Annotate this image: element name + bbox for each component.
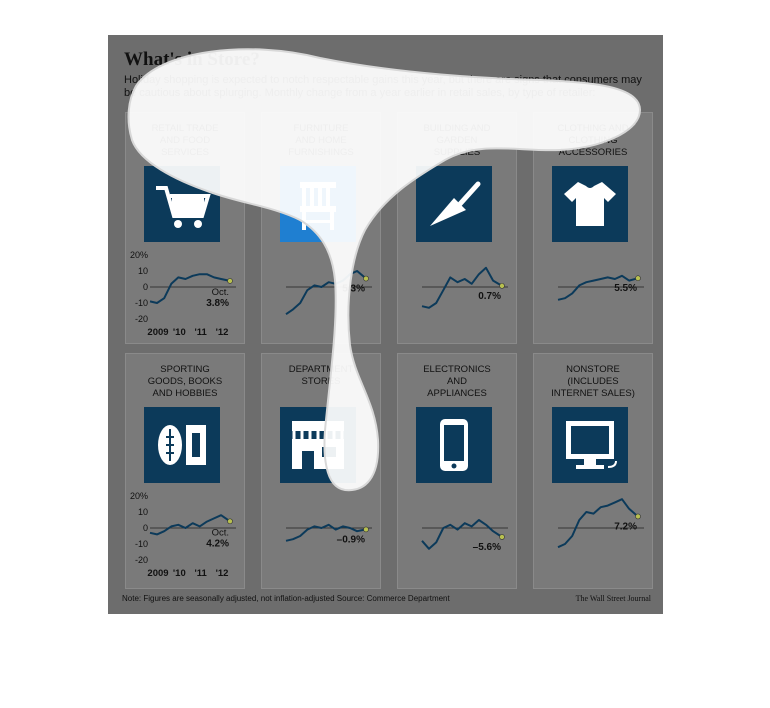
x-tick-label: '12	[216, 327, 229, 338]
tshirt-icon	[552, 166, 628, 242]
panel-title: RETAIL TRADE AND FOOD SERVICES	[151, 123, 219, 158]
footnote: Note: Figures are seasonally adjusted, n…	[122, 594, 450, 603]
end-value-label: –5.6%	[473, 542, 501, 553]
panel-title: DEPARTMENT STORES	[288, 364, 354, 387]
computer-icon	[552, 407, 628, 483]
end-marker	[499, 534, 505, 540]
line-chart: 7.2%	[557, 498, 644, 549]
end-value-label: 3.8%	[206, 298, 229, 309]
y-tick-label: 20%	[130, 250, 148, 260]
end-value-label: 7.2%	[614, 521, 637, 532]
shopping-cart-icon	[144, 166, 220, 242]
end-value-label: –0.9%	[337, 534, 365, 545]
line-chart: 5.5%	[557, 274, 644, 301]
chart-panel: ELECTRONICS AND APPLIANCES –5.6%	[397, 353, 517, 589]
x-tick-label: '11	[195, 327, 208, 338]
end-value-label: 0.7%	[478, 291, 501, 302]
end-value-label: 5.3%	[342, 284, 365, 295]
y-tick-label: -10	[135, 298, 148, 308]
series-line	[149, 514, 231, 536]
series-line	[557, 498, 639, 549]
end-marker	[227, 518, 233, 525]
panel-title: ELECTRONICS AND APPLIANCES	[423, 364, 491, 399]
end-marker	[227, 278, 233, 284]
chart-panel: SPORTING GOODS, BOOKS AND HOBBIES 20% 10 0 -…	[125, 353, 245, 589]
x-tick-label: '10	[173, 327, 186, 338]
end-marker	[363, 526, 369, 533]
chart-panel: NONSTORE (INCLUDES INTERNET SALES) 7.2%	[533, 353, 653, 589]
chart-panel: DEPARTMENT STORES –0.9%	[261, 353, 381, 589]
chart-panel: BUILDING AND GARDEN SUPPLIES 0.7%	[397, 112, 517, 344]
football-book-icon	[144, 407, 220, 483]
y-tick-label: 10	[138, 507, 148, 517]
line-chart: 20% 10 0 -10 -20 2009 '10 '11 '12 Oct.3.8%	[130, 250, 236, 338]
line-chart: 5.3%	[285, 270, 372, 316]
graphic-title: What's in Store?	[124, 49, 260, 70]
x-tick-label: '10	[173, 568, 186, 579]
end-month-label: Oct.	[212, 527, 229, 538]
y-tick-label: -20	[135, 314, 148, 324]
chart-panel: CLOTHING AND CLOTHING ACCESSORIES 5.5%	[533, 112, 653, 344]
chart-panel: RETAIL TRADE AND FOOD SERVICES 20% 10 0 -10 -…	[125, 112, 245, 344]
series-line	[285, 523, 367, 542]
y-tick-label: -20	[135, 555, 148, 565]
panel-title: SPORTING GOODS, BOOKS AND HOBBIES	[147, 364, 223, 399]
x-tick-label: 2009	[147, 568, 168, 579]
department-store-icon	[280, 407, 356, 483]
panel-title: NONSTORE (INCLUDES INTERNET SALES)	[551, 364, 635, 399]
y-tick-label: 0	[143, 282, 148, 292]
line-chart: –5.6%	[421, 519, 508, 553]
chair-icon	[280, 166, 356, 242]
infographic: What's in Store? Holiday shopping is exp…	[108, 35, 663, 614]
x-tick-label: '11	[195, 568, 208, 579]
x-tick-label: '12	[216, 568, 229, 579]
end-marker	[363, 275, 369, 282]
end-value-label: 4.2%	[206, 538, 229, 549]
line-chart: –0.9%	[285, 523, 372, 545]
y-tick-label: -10	[135, 539, 148, 549]
series-line	[421, 519, 503, 550]
y-tick-label: 20%	[130, 491, 148, 501]
end-marker	[635, 275, 641, 282]
smartphone-icon	[416, 407, 492, 483]
line-chart: 0.7%	[421, 266, 508, 309]
end-marker	[635, 513, 641, 520]
y-tick-label: 10	[138, 266, 148, 276]
source-credit: The Wall Street Journal	[575, 594, 651, 603]
end-marker	[499, 283, 505, 289]
graphic-subtitle: Holiday shopping is expected to notch re…	[124, 74, 642, 99]
panel-title: FURNITURE AND HOME FURNISHINGS	[288, 123, 354, 158]
end-value-label: 5.5%	[614, 283, 637, 294]
x-tick-label: 2009	[147, 327, 168, 338]
y-tick-label: 0	[143, 523, 148, 533]
panel-title: CLOTHING AND CLOTHING ACCESSORIES	[557, 123, 629, 158]
trowel-icon	[416, 166, 492, 242]
line-chart: 20% 10 0 -10 -20 2009 '10 '11 '12 Oct.4.2%	[130, 491, 236, 579]
panel-title: BUILDING AND GARDEN SUPPLIES	[423, 123, 491, 158]
end-month-label: Oct.	[212, 287, 229, 298]
chart-panel: FURNITURE AND HOME FURNISHINGS 5.3%	[261, 112, 381, 344]
